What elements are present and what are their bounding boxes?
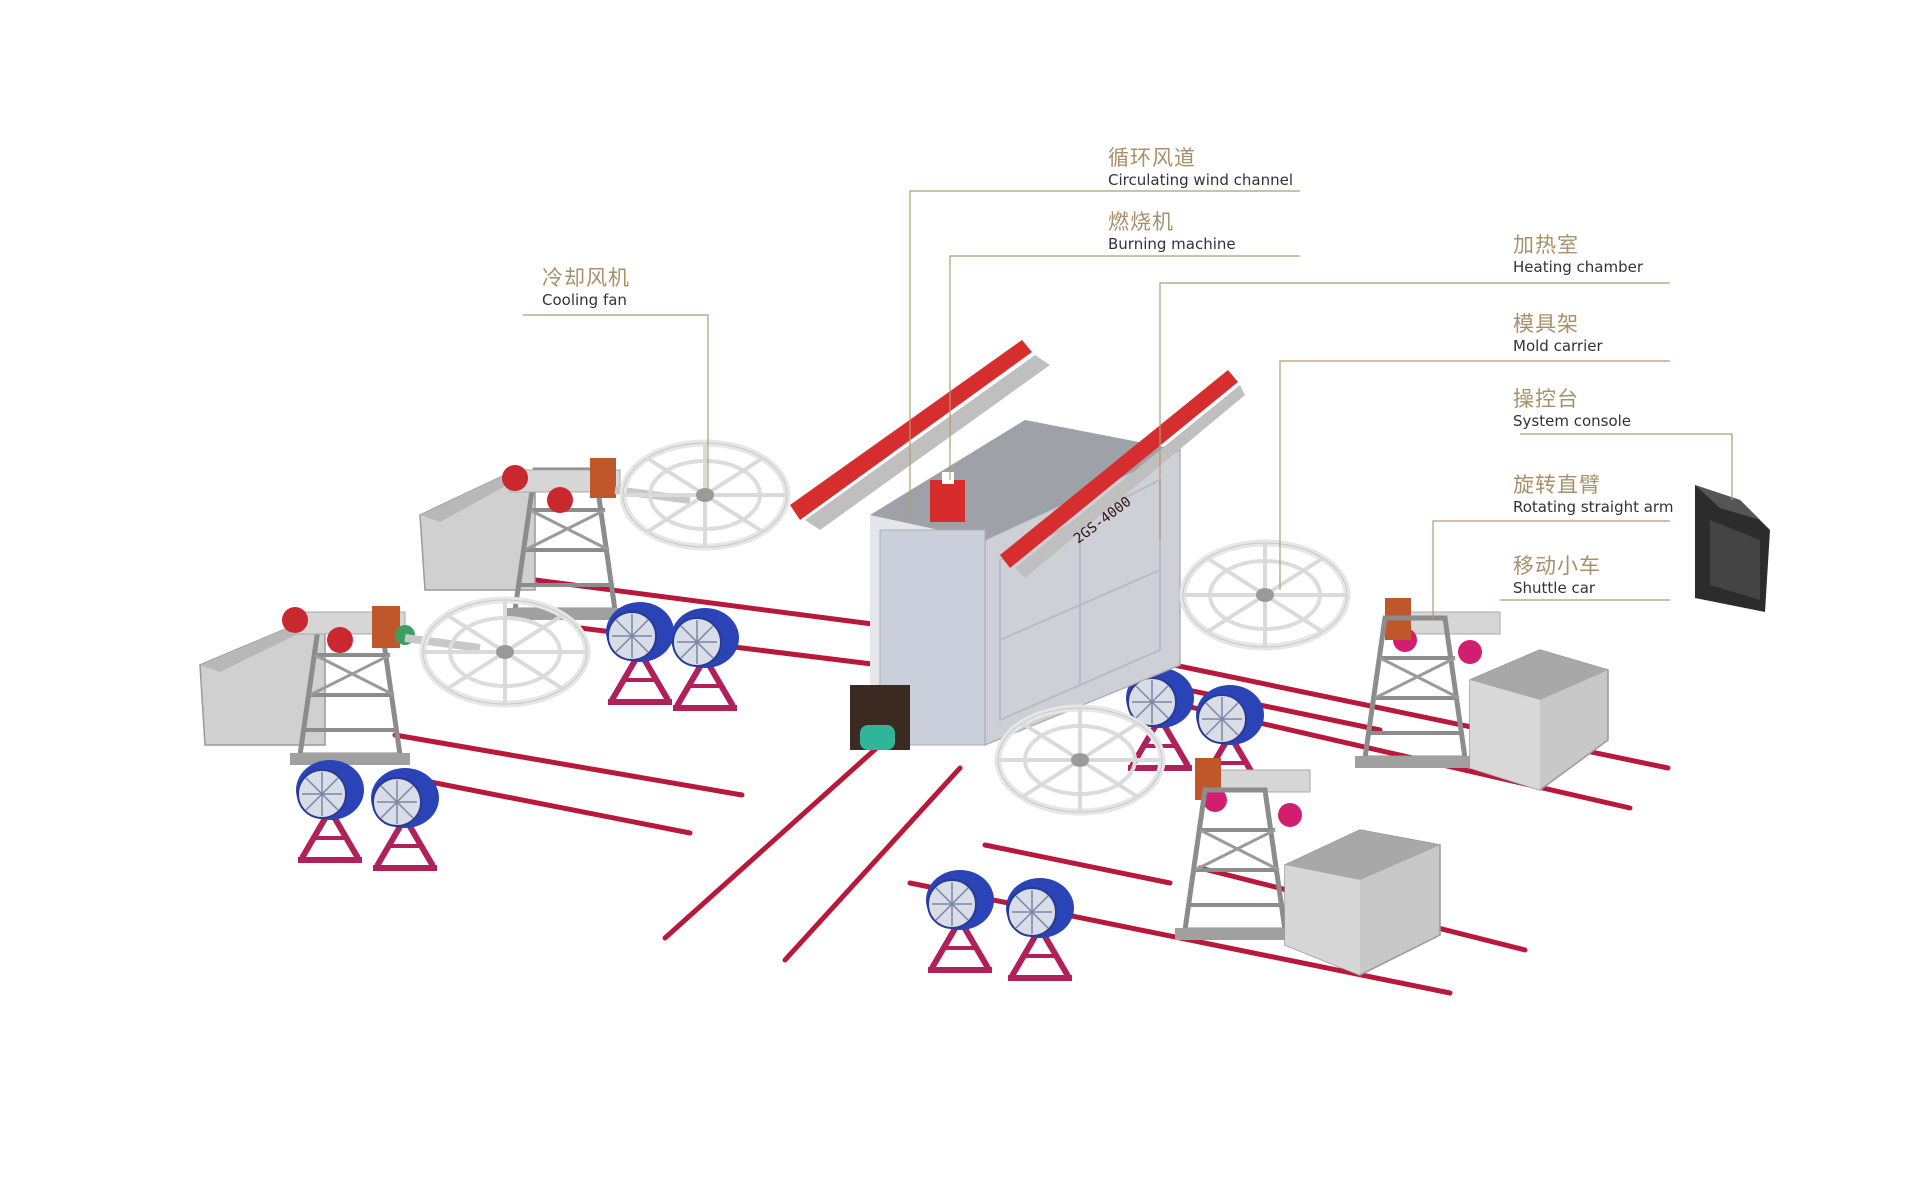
label-mold-carrier-zh: 模具架 <box>1513 312 1579 336</box>
label-burner-en: Burning machine <box>1108 235 1236 254</box>
label-wind-channel-zh: 循环风道 <box>1108 146 1196 170</box>
label-cooling-fan-en: Cooling fan <box>542 291 627 310</box>
label-system-console: 操控台 System console <box>1513 387 1631 430</box>
label-cooling-fan: 冷却风机 Cooling fan <box>542 266 630 309</box>
label-mold-carrier: 模具架 Mold carrier <box>1513 312 1603 355</box>
mold-carrier-right-rear <box>1355 598 1501 768</box>
label-burner-zh: 燃烧机 <box>1108 210 1174 234</box>
label-shuttle-car-zh: 移动小车 <box>1513 554 1601 578</box>
rotating-arms: 2GS-4000 <box>790 340 1245 578</box>
label-wind-channel-en: Circulating wind channel <box>1108 171 1294 190</box>
label-heating-chamber: 加热室 Heating chamber <box>1513 233 1643 276</box>
system-console <box>1695 485 1770 612</box>
label-system-console-en: System console <box>1513 412 1632 431</box>
heating-chamber <box>850 420 1181 750</box>
label-burner: 燃烧机 Burning machine <box>1108 210 1236 253</box>
mold-carrier-right-front <box>1175 758 1311 940</box>
label-heating-chamber-zh: 加热室 <box>1513 233 1579 257</box>
label-wind-channel: 循环风道 Circulating wind channel <box>1108 146 1293 189</box>
label-cooling-fan-zh: 冷却风机 <box>542 266 630 290</box>
label-rotating-arm-en: Rotating straight arm <box>1513 498 1674 517</box>
shuttle-car-right-rear <box>1469 649 1609 791</box>
leader-lines <box>523 190 1733 620</box>
label-mold-carrier-en: Mold carrier <box>1513 337 1603 356</box>
label-rotating-arm-zh: 旋转直臂 <box>1513 473 1601 497</box>
label-system-console-zh: 操控台 <box>1513 387 1579 411</box>
shuttle-car-right-front <box>1284 829 1441 976</box>
mold-carrier-left-rear <box>419 458 691 620</box>
label-rotating-arm: 旋转直臂 Rotating straight arm <box>1513 473 1673 516</box>
label-heating-chamber-en: Heating chamber <box>1513 258 1644 277</box>
label-shuttle-car-en: Shuttle car <box>1513 579 1596 598</box>
mold-carrier-left-front <box>199 606 481 765</box>
label-shuttle-car: 移动小车 Shuttle car <box>1513 554 1601 597</box>
